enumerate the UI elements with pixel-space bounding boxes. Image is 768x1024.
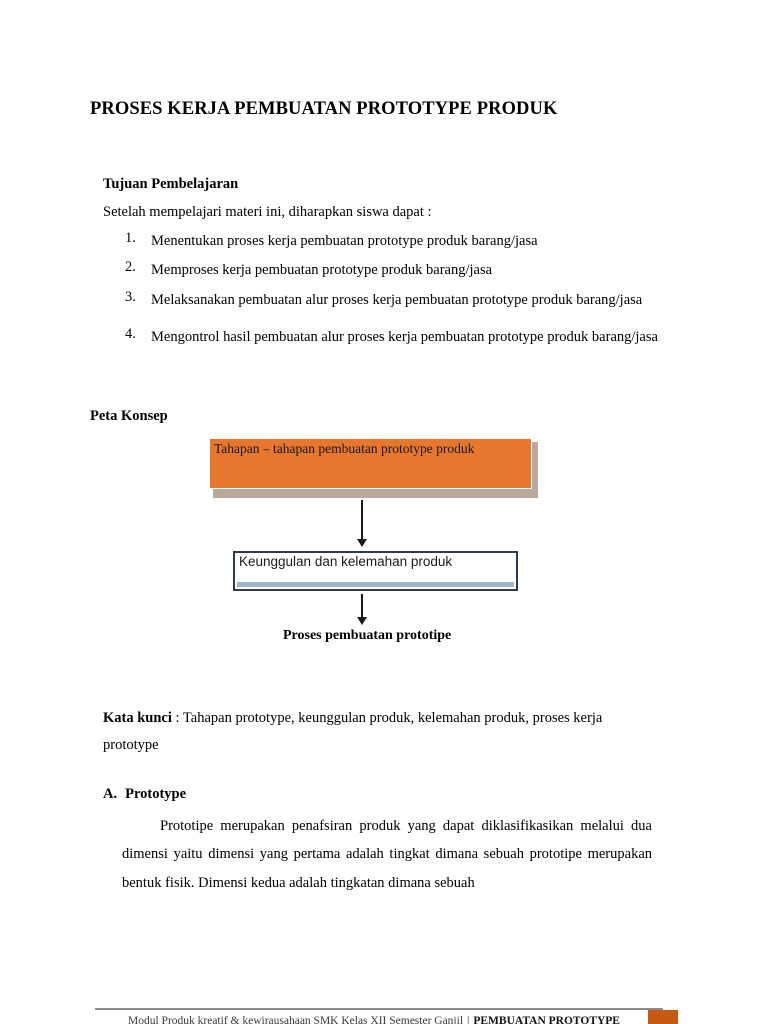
list-item: 4. Mengontrol hasil pembuatan alur prose…: [103, 326, 663, 349]
concept-box-middle-strip: [237, 582, 514, 587]
section-a-heading: A. Prototype: [103, 786, 186, 803]
list-item-label: Melaksanakan pembuatan alur proses kerja…: [151, 291, 643, 308]
keywords-block: Kata kunci : Tahapan prototype, keunggul…: [103, 705, 651, 759]
objectives-list: 1. Menentukan proses kerja pembuatan pro…: [103, 230, 663, 356]
concept-box-middle-label: Keunggulan dan kelemahan produk: [239, 554, 453, 569]
list-item-label: Mengontrol hasil pembuatan alur proses k…: [151, 329, 658, 346]
objectives-intro-text: Setelah mempelajari materi ini, diharapk…: [103, 204, 432, 220]
footer-separator: |: [467, 1015, 470, 1024]
list-item-number: 4.: [125, 326, 136, 343]
section-a-paragraph: Prototipe merupakan penafsiran produk ya…: [122, 818, 652, 891]
arrow-down-icon: [357, 617, 367, 625]
page-title: PROSES KERJA PEMBUATAN PROTOTYPE PRODUK: [90, 99, 558, 119]
concept-box-middle: Keunggulan dan kelemahan produk: [233, 551, 518, 591]
arrow-down-icon: [357, 539, 367, 547]
footer-divider: [95, 1008, 663, 1010]
concept-box-top-label: Tahapan – tahapan pembuatan prototype pr…: [214, 441, 475, 456]
concept-map-caption: Proses pembuatan prototipe: [283, 628, 452, 643]
list-item-number: 1.: [125, 230, 136, 246]
list-item-number: 3.: [125, 288, 136, 305]
footer-right-text: PEMBUATAN PROTOTYPE: [473, 1015, 620, 1024]
list-item-label: Memproses kerja pembuatan prototype prod…: [151, 262, 493, 279]
section-a-title: Prototype: [125, 786, 187, 802]
arrow-down-shaft: [361, 500, 363, 540]
list-item-number: 2.: [125, 259, 136, 276]
concept-box-top: Tahapan – tahapan pembuatan prototype pr…: [209, 438, 532, 489]
footer-left-text: Modul Produk kreatif & kewirausahaan SMK…: [128, 1015, 464, 1024]
concept-map-heading: Peta Konsep: [90, 408, 168, 424]
objectives-heading: Tujuan Pembelajaran: [103, 176, 239, 192]
footer-badge: [648, 1010, 678, 1024]
section-a-marker: A.: [103, 786, 118, 802]
keywords-text: Tahapan prototype, keunggulan produk, ke…: [103, 710, 603, 753]
keywords-label: Kata kunci: [103, 710, 172, 726]
list-item: 1. Menentukan proses kerja pembuatan pro…: [103, 230, 663, 253]
footer: Modul Produk kreatif & kewirausahaan SMK…: [128, 1015, 620, 1024]
keywords-separator: :: [171, 710, 183, 726]
arrow-down-shaft: [361, 594, 363, 619]
concept-box-top-shadow: [213, 442, 538, 498]
list-item-label: Menentukan proses kerja pembuatan protot…: [151, 233, 538, 249]
list-item: 3. Melaksanakan pembuatan alur proses ke…: [103, 289, 663, 312]
list-item: 2. Memproses kerja pembuatan prototype p…: [103, 259, 663, 282]
